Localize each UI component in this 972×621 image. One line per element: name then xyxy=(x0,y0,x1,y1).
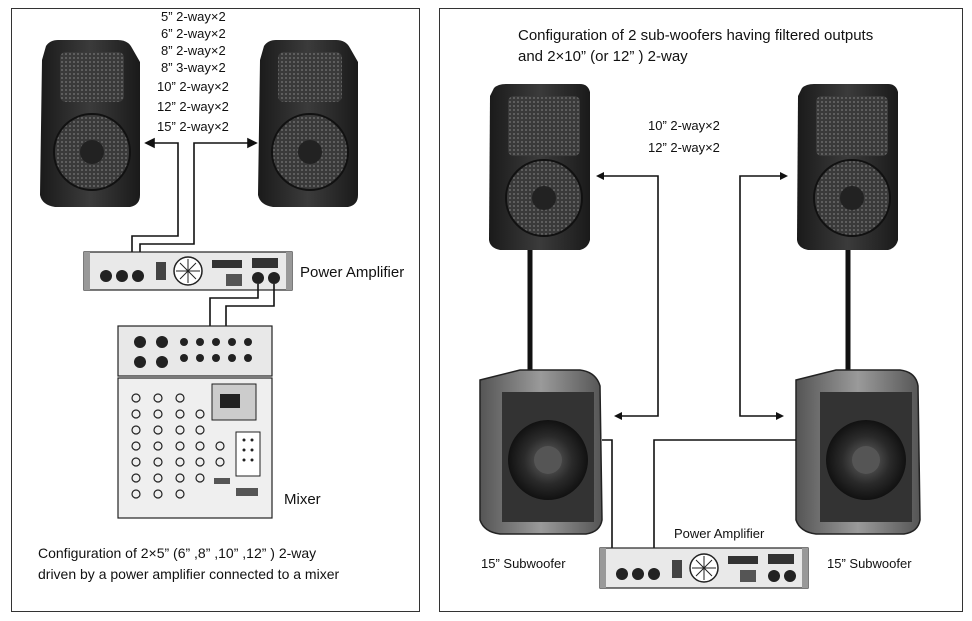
right-speaker-left-top xyxy=(489,84,590,250)
speaker-size-3: 8” 2-way×2 xyxy=(161,43,226,58)
right-amplifier-label: Power Amplifier xyxy=(674,526,765,541)
right-subwoofer-right xyxy=(795,369,921,535)
left-speaker-cables xyxy=(131,137,258,262)
speaker-size-6: 12” 2-way×2 xyxy=(157,99,229,114)
subwoofer-right-label: 15” Subwoofer xyxy=(827,556,912,571)
right-title-line1: Configuration of 2 sub-woofers having fi… xyxy=(518,27,874,44)
left-speaker-b xyxy=(258,40,358,207)
right-arrow-heads xyxy=(596,172,788,420)
right-subwoofer-left xyxy=(479,369,603,535)
right-power-amplifier xyxy=(599,547,809,589)
speaker-size-1: 5” 2-way×2 xyxy=(161,9,226,24)
left-speaker-a xyxy=(40,40,140,207)
mixer-label: Mixer xyxy=(284,491,321,508)
speaker-size-2: 6” 2-way×2 xyxy=(161,26,226,41)
left-amplifier-label: Power Amplifier xyxy=(300,264,405,281)
amp-to-mixer-cables xyxy=(209,284,275,340)
right-speaker-right-top xyxy=(797,84,898,250)
subwoofer-left-label: 15” Subwoofer xyxy=(481,556,566,571)
left-caption-line2: driven by a power amplifier connected to… xyxy=(38,566,340,582)
speaker-size-7: 15” 2-way×2 xyxy=(157,119,229,134)
right-title-line2: and 2×10” (or 12” ) 2-way xyxy=(518,48,688,65)
speaker-size-4: 8” 3-way×2 xyxy=(161,60,226,75)
right-speaker-cables xyxy=(600,175,796,571)
right-speaker-size-1: 10” 2-way×2 xyxy=(648,118,720,133)
left-caption-line1: Configuration of 2×5” (6” ,8” ,10” ,12” … xyxy=(38,545,317,561)
mixer-device xyxy=(117,325,273,519)
speaker-size-5: 10” 2-way×2 xyxy=(157,79,229,94)
left-power-amplifier xyxy=(83,251,293,291)
right-speaker-size-2: 12” 2-way×2 xyxy=(648,140,720,155)
